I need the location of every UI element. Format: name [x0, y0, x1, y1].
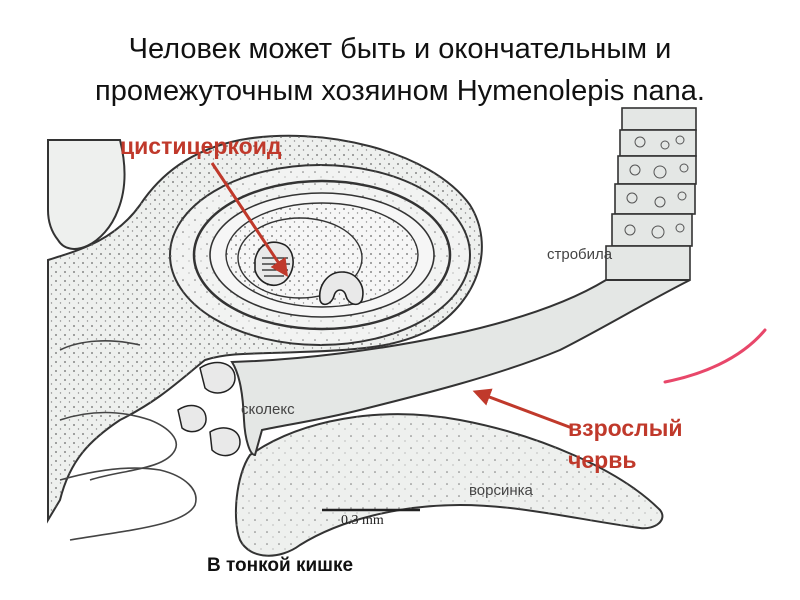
title-line-2: промежуточным хозяином Hymenolepis nana. — [95, 75, 705, 107]
label-strobila: стробила — [547, 246, 613, 263]
intestinal-crypts — [59, 340, 197, 541]
label-scolex: сколекс — [241, 401, 295, 418]
slide-title: Человек может быть и окончательным и про… — [0, 28, 800, 112]
cysticercoid-arrow — [210, 162, 288, 277]
label-adult-worm: взрослый червь — [568, 412, 683, 476]
scale-bar-label: 0.3 mm — [341, 513, 384, 528]
worm-neck — [230, 279, 691, 457]
label-adult-line-2: червь — [568, 447, 637, 473]
cysticercoid-body — [169, 164, 471, 346]
adult-worm-arrow — [472, 388, 573, 430]
label-villus: ворсинка — [469, 482, 533, 499]
segment-texture — [624, 135, 689, 239]
label-adult-line-1: взрослый — [568, 415, 683, 441]
pink-streak — [663, 328, 767, 384]
villus-texture — [235, 414, 663, 556]
label-location: В тонкой кишке — [207, 555, 354, 576]
scolex-suckers — [177, 361, 241, 457]
strobila-segments — [605, 107, 697, 281]
title-line-1: Человек может быть и окончательным и — [128, 33, 672, 65]
label-cysticercoid: цистицеркоид — [120, 133, 282, 159]
